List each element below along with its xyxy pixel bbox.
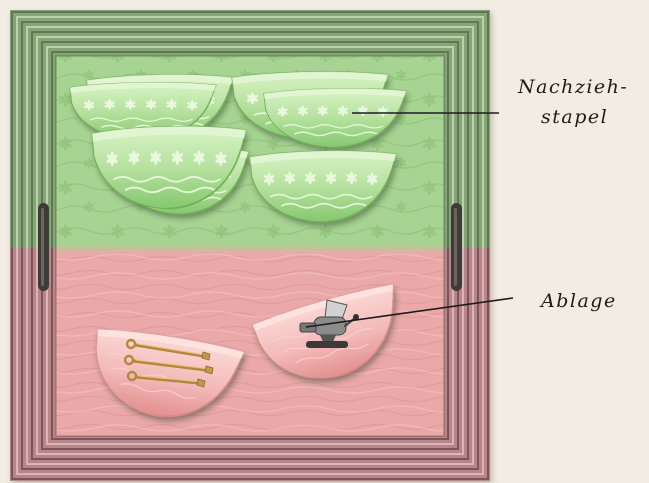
draw-pile-label-line2: stapel bbox=[541, 106, 608, 128]
discard-label: Ablage bbox=[539, 290, 617, 312]
grinder-base bbox=[306, 341, 348, 348]
draw-pile-label-line1: Nachzieh- bbox=[517, 76, 628, 98]
right-handle-highlight bbox=[454, 208, 457, 286]
zone-divider bbox=[56, 244, 444, 254]
left-handle-highlight bbox=[41, 208, 44, 286]
